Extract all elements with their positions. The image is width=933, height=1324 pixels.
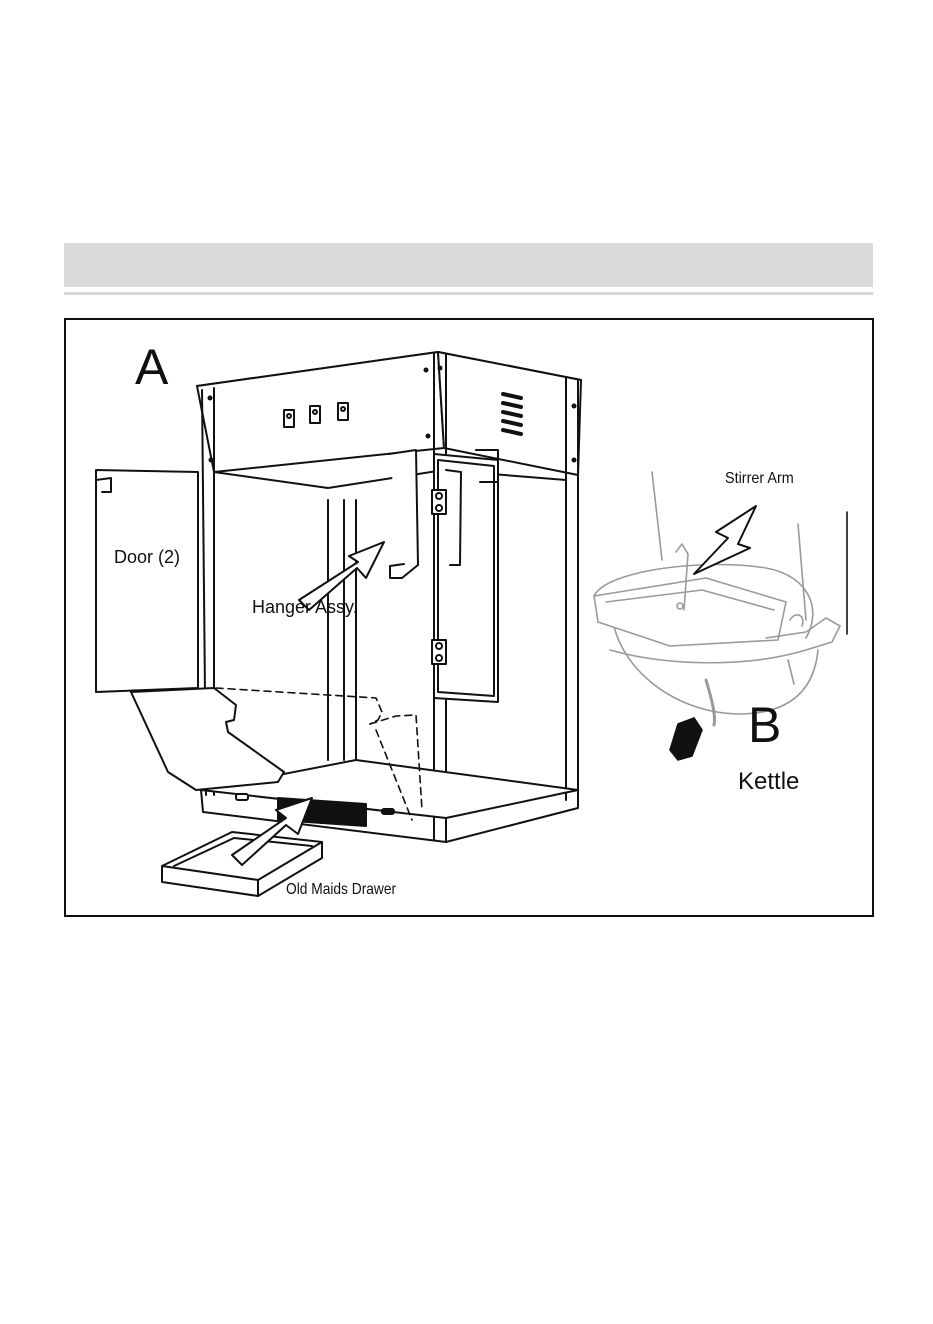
- figure-frame: A Door (2) Hanger Assy. Old Maids Drawer…: [64, 318, 874, 917]
- stirrer-label: Stirrer Arm: [725, 471, 794, 487]
- cabinet-illustration: [96, 352, 581, 896]
- figure-label-b: B: [748, 700, 781, 750]
- hanger-bracket: [389, 450, 418, 578]
- kettle-label: Kettle: [738, 770, 799, 794]
- drawer-label: Old Maids Drawer: [286, 882, 396, 898]
- kettle-illustration: [594, 472, 847, 760]
- section-header-bar: [64, 243, 873, 287]
- hanger-label: Hanger Assy.: [252, 598, 358, 616]
- popcorn-machine-diagram: [66, 320, 872, 915]
- figure-label-a: A: [135, 342, 168, 392]
- front-door[interactable]: [96, 470, 198, 692]
- section-header-rule: [64, 292, 873, 295]
- front-flap: [131, 688, 284, 790]
- door-label: Door (2): [114, 548, 180, 566]
- side-door[interactable]: [432, 450, 498, 702]
